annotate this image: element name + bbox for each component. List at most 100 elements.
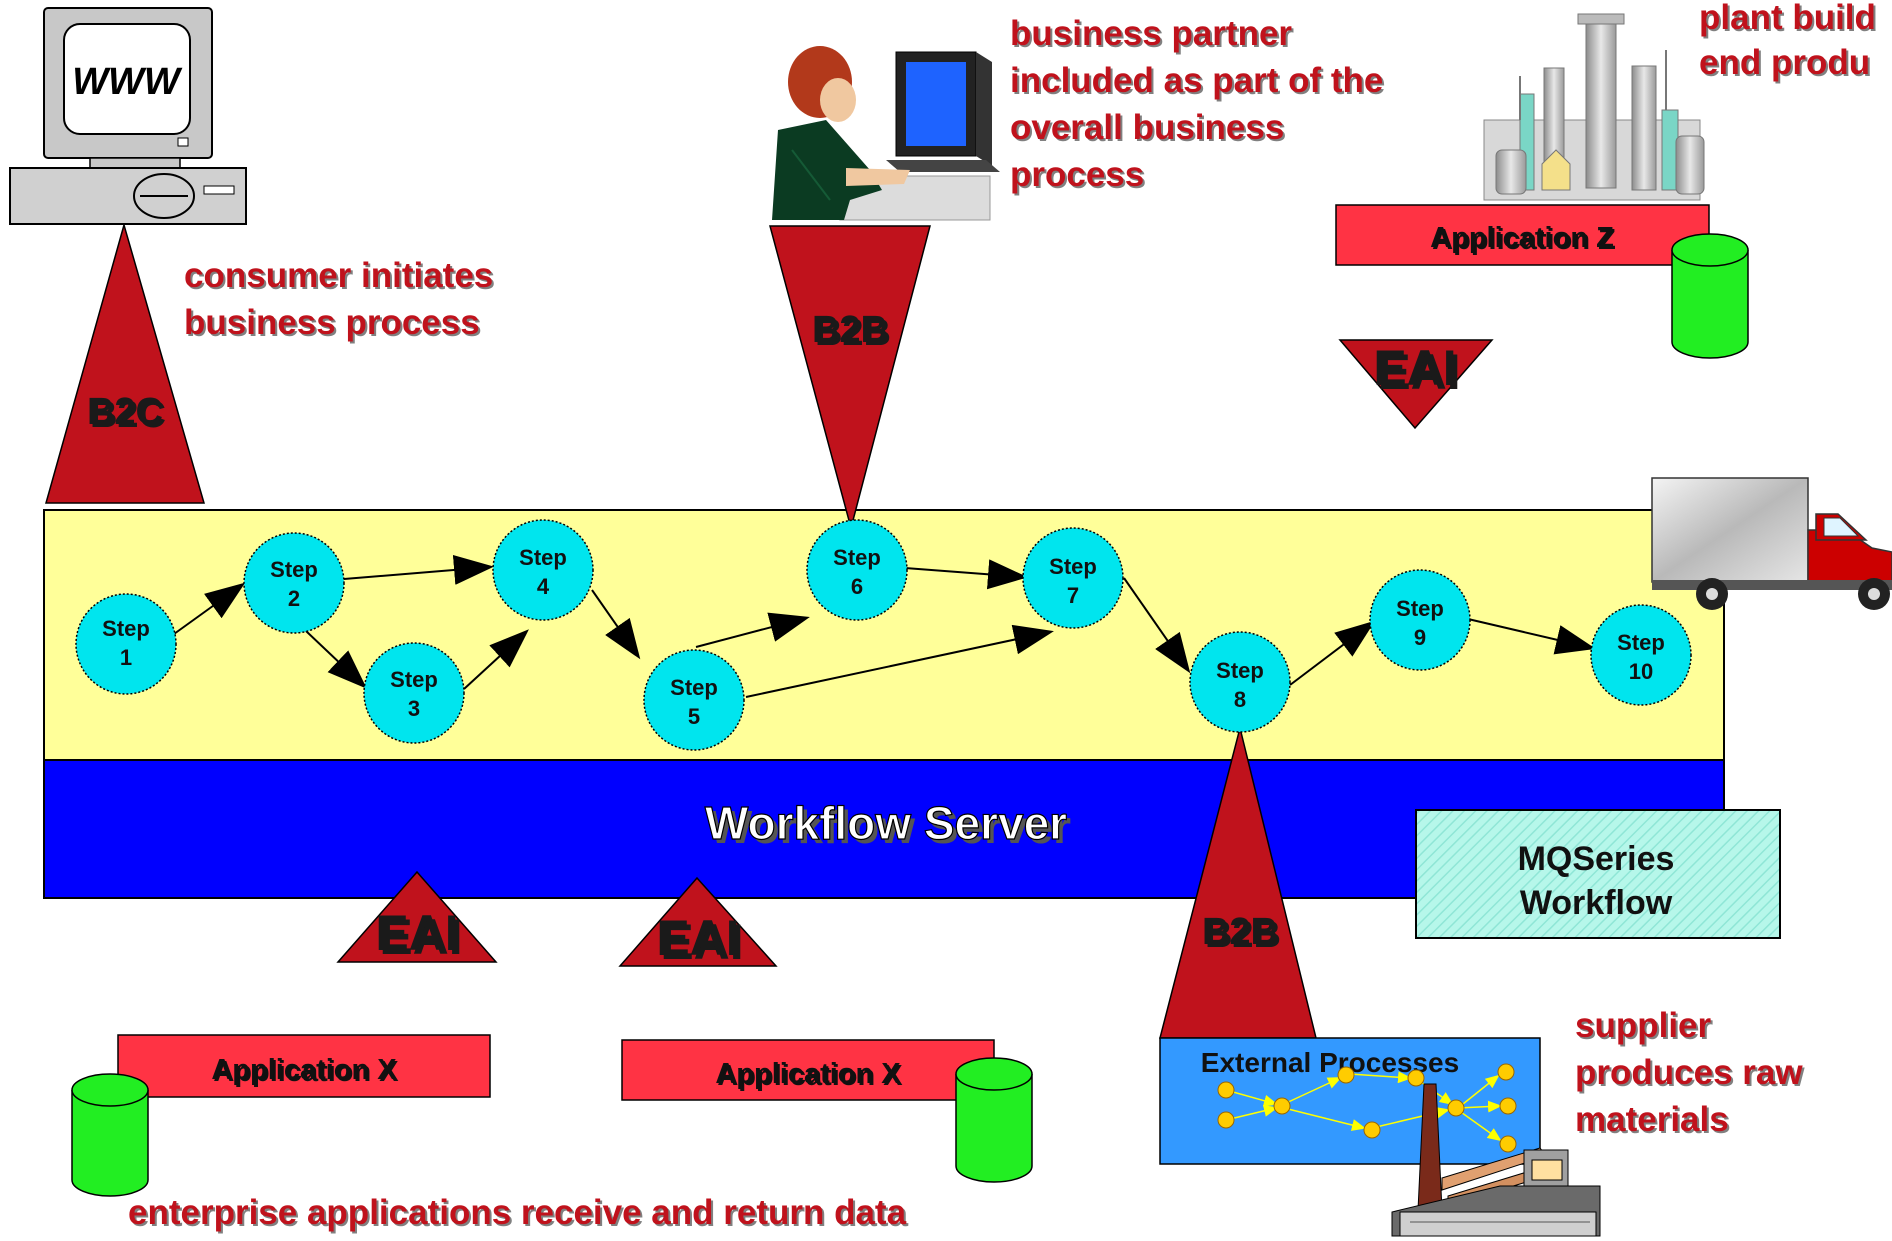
eai-left-label-shadow: EAI	[379, 909, 462, 965]
eai-top-label: EAI	[1373, 340, 1456, 396]
monitor-screen-text: WWW	[72, 61, 183, 103]
workflow-server-title: Workflow Server	[705, 797, 1067, 849]
step-1-number: 1	[120, 645, 132, 670]
arrow-6-7	[904, 559, 1028, 590]
b2b-top-label-shadow: B2B	[815, 312, 891, 354]
step-arrows	[173, 554, 1596, 698]
step-2-label: Step	[270, 557, 318, 582]
eai-left-connector	[336, 870, 498, 963]
b2b-bottom-label: B2B	[1202, 911, 1278, 953]
arrow-3-4	[463, 629, 529, 690]
arrow-5-6	[695, 612, 810, 648]
step-3-label: Step	[390, 667, 438, 692]
caption-partner-shadow-3: overall business	[1012, 110, 1286, 149]
application-z-bar	[1335, 204, 1710, 266]
arrow-4-5	[591, 589, 641, 660]
caption-supplier-shadow-3: materials	[1577, 1102, 1731, 1141]
caption-consumer: consumer initiates consumer initiates bu…	[184, 256, 495, 344]
caption-partner-line2: included as part of the	[1010, 61, 1383, 100]
step-7-number: 7	[1067, 583, 1079, 608]
caption-partner: business partner business partner includ…	[1010, 14, 1385, 196]
database-z	[1671, 233, 1749, 359]
arrow-1-2	[173, 582, 246, 635]
arrow-5-7	[745, 624, 1054, 698]
caption-partner-shadow-1: business partner	[1012, 16, 1294, 55]
caption-supplier-line1: supplier	[1575, 1006, 1712, 1045]
eai-mid-connector	[618, 876, 778, 967]
application-x-right-bar	[621, 1039, 995, 1101]
database-x-left	[71, 1073, 149, 1197]
caption-supplier-shadow-2: produces raw	[1577, 1055, 1805, 1094]
application-x-left-bar	[117, 1034, 491, 1098]
step-8-label: Step	[1216, 658, 1264, 683]
caption-partner-line4: process	[1010, 155, 1144, 194]
step-1: Step 1	[75, 593, 177, 695]
b2c-label-shadow: B2C	[90, 394, 166, 436]
application-z: Application Z Application Z	[1335, 204, 1710, 266]
plant-illustration	[1483, 13, 1705, 201]
step-3: Step 3	[363, 642, 465, 744]
step-6: Step 6	[806, 519, 908, 621]
mqseries-label-line2: Workflow	[1520, 884, 1673, 922]
step-10-label: Step	[1617, 630, 1665, 655]
caption-partner-shadow-4: process	[1012, 157, 1146, 196]
step-4-label: Step	[519, 545, 567, 570]
arrow-2-4	[343, 554, 494, 585]
caption-partner-line1: business partner	[1010, 14, 1292, 53]
caption-supplier-line3: materials	[1575, 1100, 1729, 1139]
business-partner-workstation	[772, 46, 1000, 221]
arrow-2-3	[305, 630, 367, 689]
external-process-nodes	[1217, 1063, 1517, 1153]
workflow-server-shadow: Workflow Server	[709, 801, 1071, 853]
mqseries-label-line1: MQSeries	[1518, 840, 1675, 878]
b2c-connector	[45, 222, 205, 504]
eai-top-connector	[1338, 339, 1494, 430]
step-9: Step 9	[1369, 569, 1471, 671]
caption-supplier-shadow-1: supplier	[1577, 1008, 1714, 1047]
step-5-label: Step	[670, 675, 718, 700]
caption-plant: plant build plant build end produ end pr…	[1699, 0, 1878, 84]
application-z-label: Application Z	[1430, 222, 1614, 254]
step-8: Step 8	[1189, 631, 1291, 733]
caption-enterprise-line: enterprise applications receive and retu…	[128, 1193, 907, 1232]
step-3-number: 3	[408, 696, 420, 721]
caption-enterprise-shadow: enterprise applications receive and retu…	[130, 1195, 909, 1234]
application-x-right-label-shadow: Application X	[717, 1060, 903, 1092]
step-7-label: Step	[1049, 554, 1097, 579]
delivery-truck-icon	[1651, 477, 1892, 610]
caption-supplier-line2: produces raw	[1575, 1053, 1803, 1092]
eai-left-label: EAI	[375, 905, 458, 961]
arrow-7-8	[1123, 577, 1191, 674]
eai-mid-label-shadow: EAI	[660, 914, 743, 970]
step-10-number: 10	[1629, 659, 1653, 684]
steps: Step 1 Step 2 Step 3 Step 4 Step 5 Step …	[75, 519, 1692, 751]
step-10: Step 10	[1590, 604, 1692, 706]
caption-consumer-line1: consumer initiates	[184, 256, 493, 295]
b2b-top-label: B2B	[812, 309, 888, 351]
application-x-right-label: Application X	[715, 1058, 901, 1090]
step-6-number: 6	[851, 574, 863, 599]
mqseries-workflow-box	[1415, 809, 1781, 939]
b2c-label: B2C	[87, 391, 163, 433]
caption-partner-line3: overall business	[1010, 108, 1284, 147]
caption-partner-shadow-2: included as part of the	[1012, 63, 1385, 102]
application-x-left-label: Application X	[211, 1054, 397, 1086]
step-1-label: Step	[102, 616, 150, 641]
step-9-label: Step	[1396, 596, 1444, 621]
step-2: Step 2	[243, 532, 345, 634]
application-x-left: Application X Application X	[117, 1034, 491, 1098]
step-4-number: 4	[537, 574, 550, 599]
step-9-number: 9	[1414, 625, 1426, 650]
caption-enterprise: enterprise applications receive and retu…	[128, 1193, 909, 1234]
step-2-number: 2	[288, 586, 300, 611]
b2b-top-connector	[769, 225, 931, 531]
step-6-label: Step	[833, 545, 881, 570]
database-x-right	[955, 1057, 1033, 1183]
caption-plant-line2: end produ	[1699, 43, 1870, 82]
factory-illustration	[1391, 1083, 1601, 1237]
step-8-number: 8	[1234, 687, 1246, 712]
application-x-right: Application X Application X	[621, 1039, 995, 1101]
caption-consumer-line2: business process	[184, 303, 480, 342]
b2b-bottom-label-shadow: B2B	[1205, 914, 1281, 956]
